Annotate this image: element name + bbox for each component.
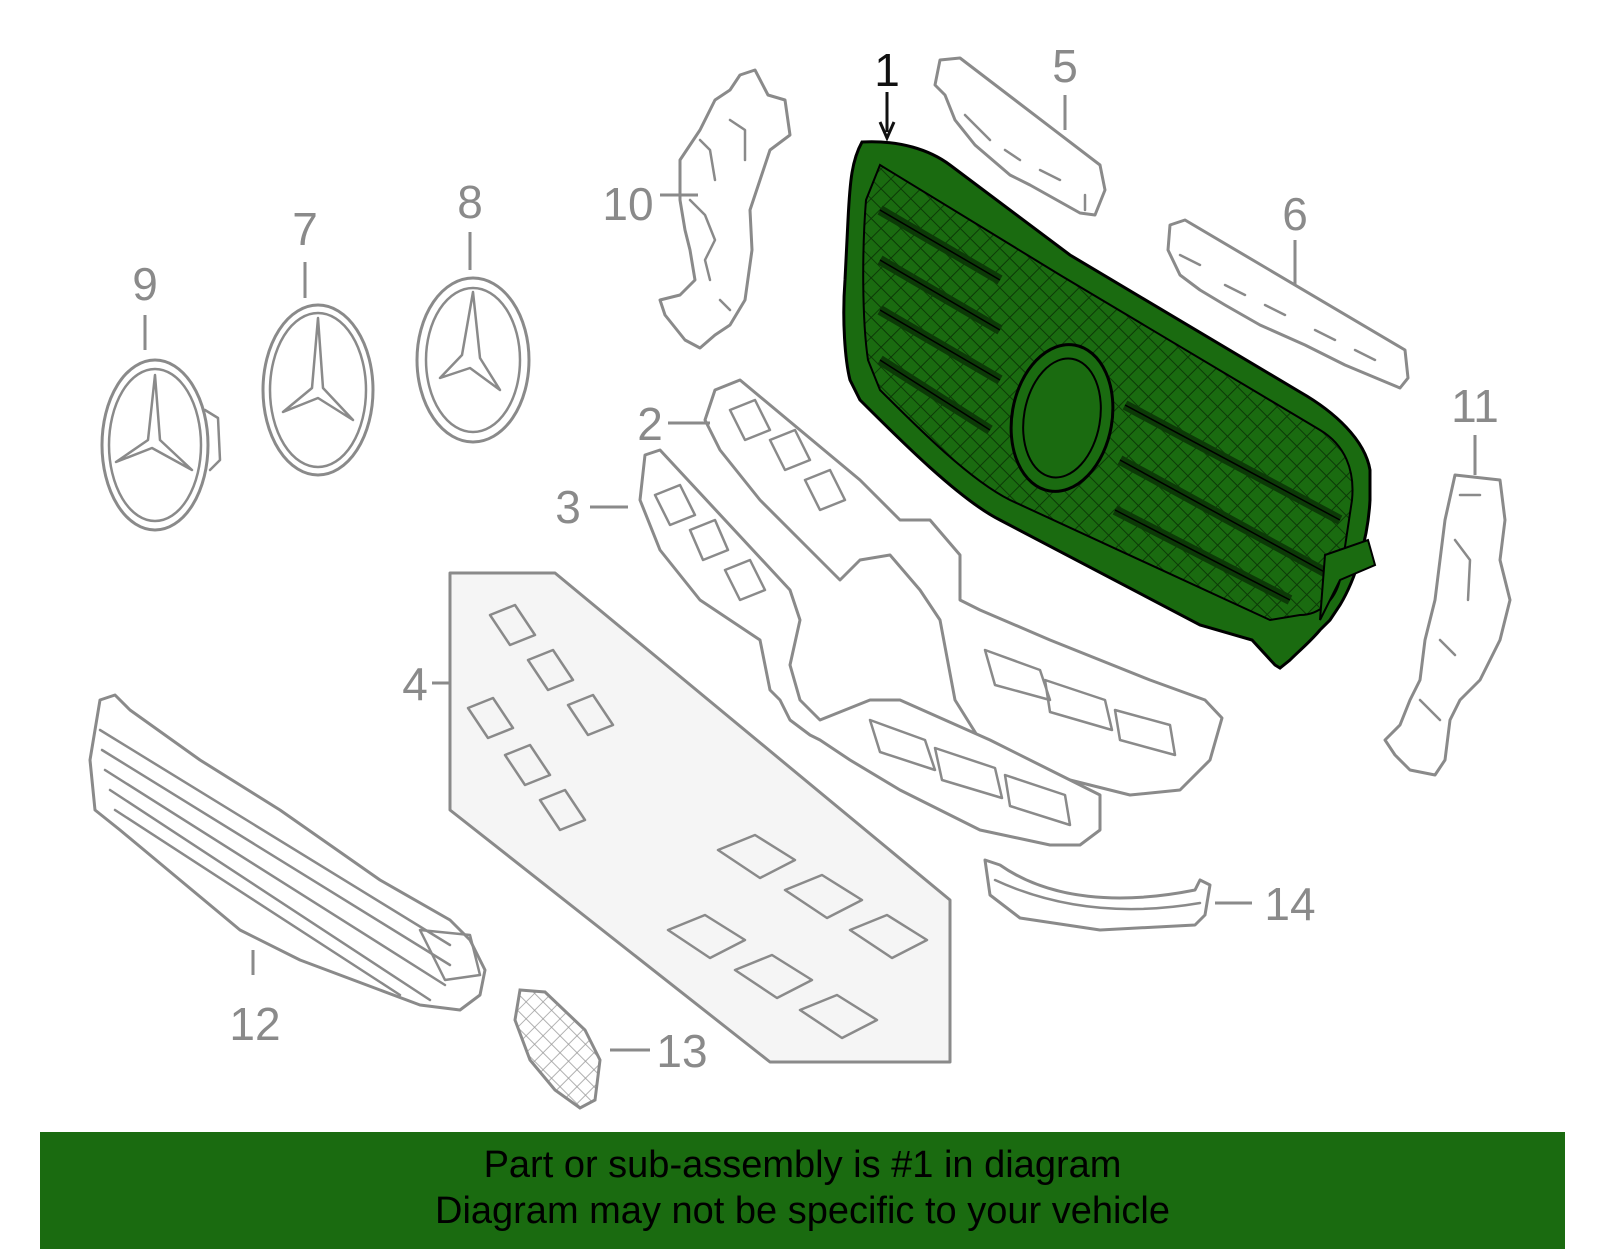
callout-3: 3: [555, 481, 581, 533]
part-8-emblem[interactable]: [415, 276, 531, 444]
part-7-emblem[interactable]: [261, 303, 375, 477]
part-2-trim[interactable]: [703, 378, 1224, 797]
leader-lines: [143, 92, 1477, 1052]
callout-5: 5: [1052, 40, 1078, 92]
callout-4: 4: [402, 658, 428, 710]
callout-8: 8: [457, 176, 483, 228]
part-11-bracket[interactable]: [1383, 473, 1512, 777]
part-12-lower-grille[interactable]: [88, 693, 487, 1012]
callout-14: 14: [1264, 878, 1315, 930]
callout-13: 13: [656, 1025, 707, 1077]
part-3-trim[interactable]: [638, 448, 1102, 847]
part-13-mesh-insert[interactable]: [513, 988, 602, 1110]
part-10-bracket[interactable]: [658, 68, 792, 350]
callout-7: 7: [292, 203, 318, 255]
callout-1: 1: [874, 44, 900, 96]
callout-10: 10: [602, 178, 653, 230]
callout-11: 11: [1451, 380, 1499, 432]
banner-line-2: Diagram may not be specific to your vehi…: [435, 1190, 1170, 1232]
banner-line-1: Part or sub-assembly is #1 in diagram: [483, 1144, 1122, 1186]
part-1-grille[interactable]: [842, 140, 1377, 670]
callout-12: 12: [229, 998, 280, 1050]
callout-6: 6: [1282, 188, 1308, 240]
part-9-emblem[interactable]: [100, 358, 222, 532]
info-banner: Part or sub-assembly is #1 in diagram Di…: [40, 1132, 1565, 1249]
part-14-strip[interactable]: [983, 858, 1212, 932]
callout-9: 9: [132, 258, 158, 310]
part-6-bracket[interactable]: [1166, 218, 1410, 390]
callout-2: 2: [637, 398, 663, 450]
part-4-insert-set[interactable]: [448, 571, 952, 1064]
part-5-bracket[interactable]: [933, 56, 1107, 217]
